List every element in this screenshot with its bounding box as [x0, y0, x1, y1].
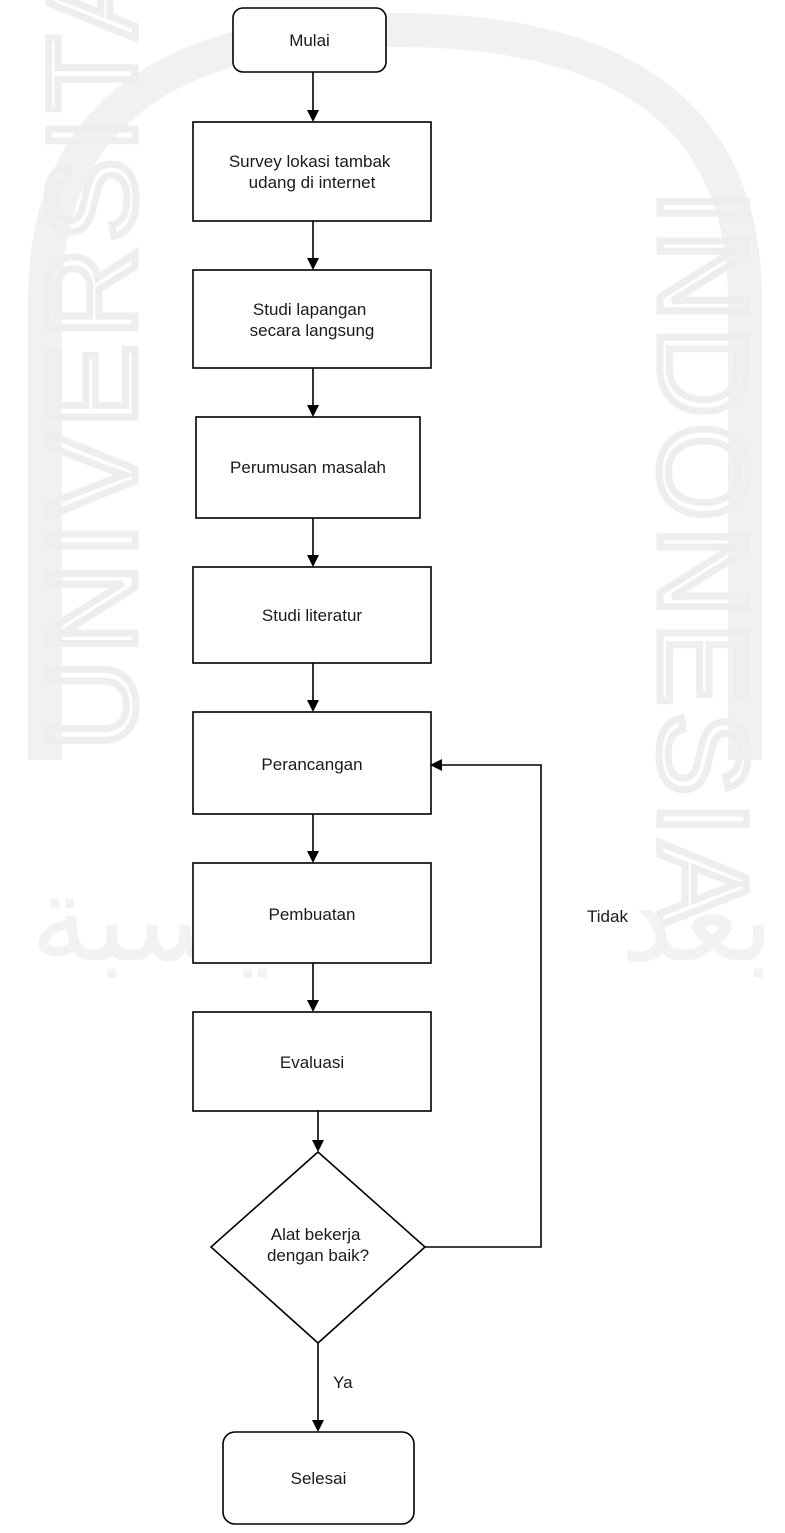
node-decision-label: Alat bekerja dengan baik?	[267, 1225, 369, 1265]
node-field-study-line-2: secara langsung	[250, 321, 375, 340]
node-field-study: Studi lapangan secara langsung	[192, 269, 432, 369]
node-end: Selesai	[222, 1431, 415, 1525]
node-decision-line-2: dengan baik?	[267, 1246, 369, 1265]
node-literature: Studi literatur	[192, 566, 432, 664]
watermark-left-text: UNIVERSITAS	[23, 0, 162, 750]
node-evaluation-label: Evaluasi	[280, 1053, 344, 1072]
arrowhead-evaluation	[307, 1000, 319, 1012]
edge-label-no: Tidak	[587, 907, 628, 926]
edge-decision-no-loop	[425, 764, 542, 1248]
arrowhead-end	[312, 1420, 324, 1432]
arrowhead-survey	[307, 110, 319, 122]
node-literature-label: Studi literatur	[262, 606, 362, 625]
node-survey-line-2: udang di internet	[249, 173, 376, 192]
node-survey: Survey lokasi tambak udang di internet	[192, 121, 432, 222]
arrowhead-design	[307, 700, 319, 712]
node-field-study-label: Studi lapangan secara langsung	[250, 300, 375, 340]
node-problem-label: Perumusan masalah	[230, 458, 386, 477]
node-decision-line-1: Alat bekerja	[271, 1225, 361, 1244]
node-field-study-line-1: Studi lapangan	[253, 300, 366, 319]
node-start-label: Mulai	[289, 31, 330, 50]
watermark-script-right: ﺑﻌﺪ	[620, 850, 774, 989]
node-end-label: Selesai	[291, 1469, 347, 1488]
arrowhead-literature	[307, 555, 319, 567]
node-build: Pembuatan	[192, 862, 432, 964]
arrowhead-field-study	[307, 258, 319, 270]
node-design-label: Perancangan	[261, 755, 362, 774]
node-survey-line-1: Survey lokasi tambak	[229, 152, 391, 171]
node-design: Perancangan	[192, 711, 432, 815]
node-build-label: Pembuatan	[269, 905, 356, 924]
node-survey-label: Survey lokasi tambak udang di internet	[229, 152, 395, 192]
node-decision: Alat bekerja dengan baik?	[209, 1150, 427, 1345]
arrowhead-problem	[307, 405, 319, 417]
edges	[307, 72, 542, 1432]
edge-label-yes: Ya	[333, 1373, 353, 1392]
node-start: Mulai	[232, 7, 387, 73]
arrowhead-decision	[312, 1140, 324, 1152]
watermark-seal: UNIVERSITAS INDONESIA ﻴﺴﺒﺔ ﺑﻌﺪ	[20, 0, 776, 989]
node-problem: Perumusan masalah	[195, 416, 421, 519]
node-evaluation: Evaluasi	[192, 1011, 432, 1112]
arrowhead-design-loop	[430, 759, 442, 771]
watermark-right-text: INDONESIA	[633, 190, 772, 932]
arrowhead-build	[307, 851, 319, 863]
